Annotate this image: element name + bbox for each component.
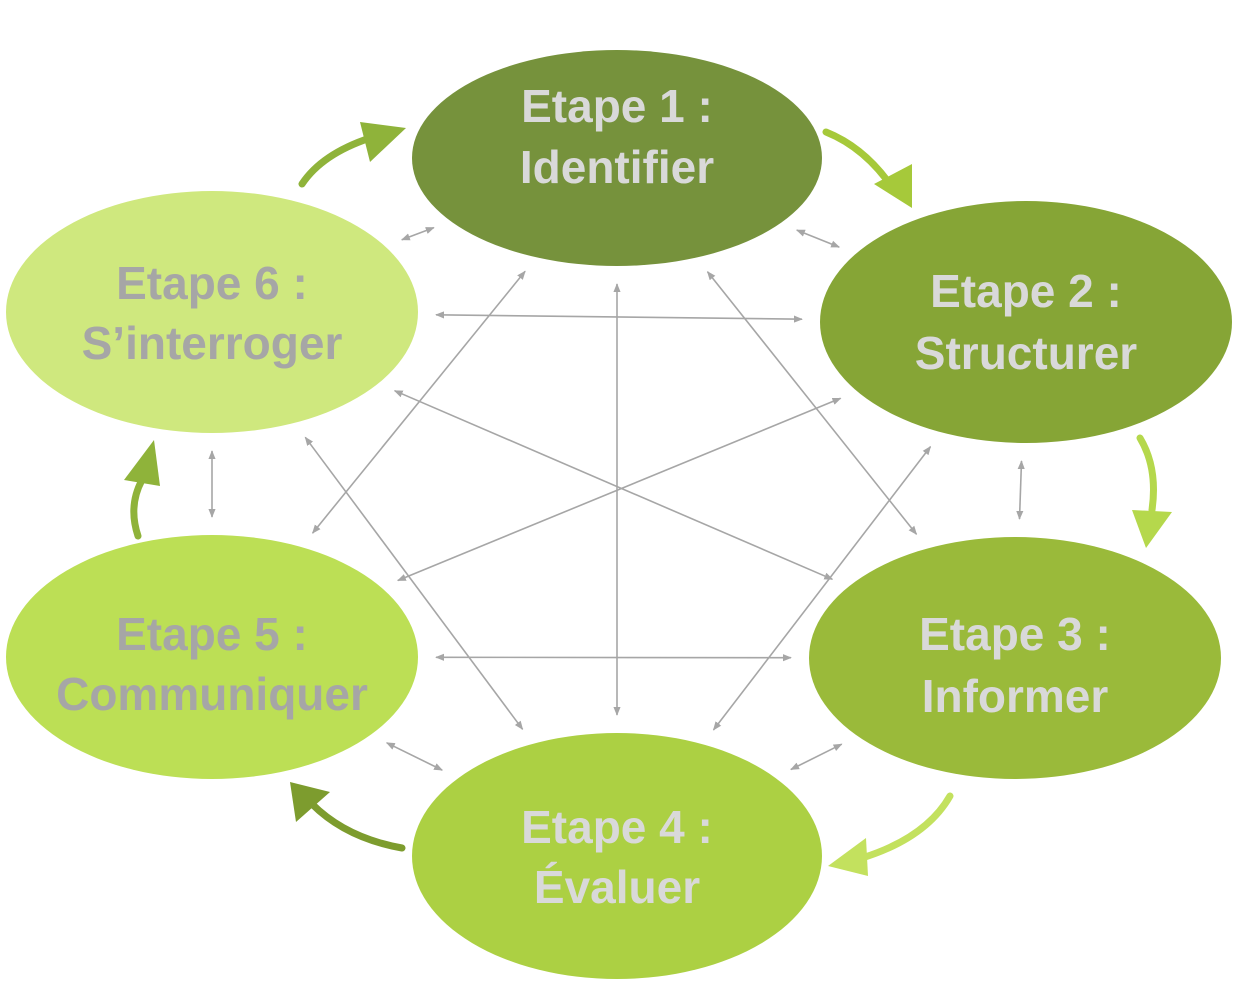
step-4-name: Évaluer: [534, 861, 700, 913]
step-3-name: Informer: [922, 670, 1109, 722]
link-etape-4-etape-5: [385, 742, 444, 771]
step-1-name: Identifier: [520, 141, 714, 193]
link-etape-4-etape-6: [304, 436, 524, 731]
link-etape-2-etape-4: [712, 445, 932, 731]
cycle-arrow-2: [1136, 434, 1157, 514]
cycle-arrow-3: [858, 792, 954, 862]
link-etape-2-etape-3: [1016, 460, 1025, 520]
step-etape-4: Etape 4 : Évaluer: [412, 733, 822, 979]
cycle-arrow-head-6: [360, 122, 406, 162]
step-1-title: Etape 1 :: [521, 80, 713, 132]
step-4-ellipse: [412, 733, 822, 979]
cycle-arrow-head-5: [124, 440, 160, 486]
step-5-name: Communiquer: [56, 668, 368, 720]
step-3-title: Etape 3 :: [919, 608, 1111, 660]
cycle-arrow-4: [308, 800, 406, 852]
step-5-ellipse: [6, 535, 418, 779]
cycle-arrow-5: [130, 476, 146, 540]
step-6-name: S’interroger: [82, 317, 343, 369]
link-etape-3-etape-4: [790, 743, 843, 771]
link-etape-3-etape-6: [393, 389, 834, 581]
step-etape-3: Etape 3 : Informer: [809, 537, 1221, 779]
step-6-ellipse: [6, 191, 418, 433]
step-2-ellipse: [820, 201, 1232, 443]
link-etape-2-etape-5: [396, 397, 842, 582]
cycle-arrow-head-4: [290, 782, 330, 822]
step-1-ellipse: [412, 50, 822, 266]
step-etape-1: Etape 1 : Identifier: [412, 50, 822, 266]
step-3-ellipse: [809, 537, 1221, 779]
link-etape-1-etape-6: [400, 226, 435, 241]
link-etape-1-etape-2: [795, 229, 841, 248]
link-etape-2-etape-6: [435, 311, 803, 323]
step-etape-6: Etape 6 : S’interroger: [6, 191, 418, 433]
step-2-name: Structurer: [915, 327, 1137, 379]
step-6-title: Etape 6 :: [116, 257, 308, 309]
cycle-arrow-head-1: [874, 164, 912, 208]
step-4-title: Etape 4 :: [521, 801, 713, 853]
cycle-arrows: [124, 122, 1172, 876]
cycle-arrow-head-3: [828, 838, 868, 876]
step-etape-5: Etape 5 : Communiquer: [6, 535, 418, 779]
cycle-arrow-head-2: [1132, 510, 1172, 548]
step-5-title: Etape 5 :: [116, 608, 308, 660]
step-2-title: Etape 2 :: [930, 265, 1122, 317]
step-etape-2: Etape 2 : Structurer: [820, 201, 1232, 443]
interconnection-links: [208, 226, 1025, 771]
cycle-arrow-6: [298, 134, 374, 188]
